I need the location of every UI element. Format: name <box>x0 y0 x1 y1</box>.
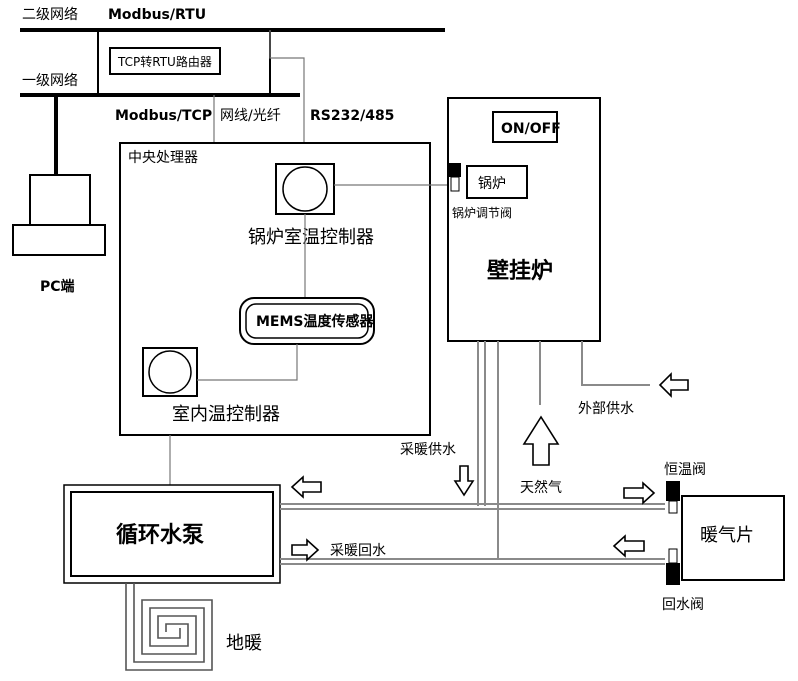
return-valve-body-icon[interactable] <box>668 548 678 564</box>
radiator-supply-arrow-icon <box>623 481 656 505</box>
serial-label: RS232/485 <box>310 108 394 124</box>
level1-network-label: 一级网络 <box>22 73 78 89</box>
central-processor-label: 中央处理器 <box>128 150 198 166</box>
heating-supply-arrow-icon <box>453 465 475 497</box>
natural-gas-arrow-icon <box>522 415 560 466</box>
heating-return-label: 采暖回水 <box>330 543 386 559</box>
floor-heating-coil-icon <box>125 583 213 671</box>
external-supply-arrow-icon <box>658 372 689 398</box>
return-valve-label: 回水阀 <box>662 597 704 613</box>
boiler-unit <box>466 165 528 199</box>
pump-label: 循环水泵 <box>116 522 204 548</box>
boiler-valve-label: 锅炉调节阀 <box>452 205 512 220</box>
cable-label: 网线/光纤 <box>220 108 281 124</box>
radiator <box>681 495 785 581</box>
modbus-rtu-label: Modbus/RTU <box>108 7 206 23</box>
pc-base <box>12 224 106 256</box>
radiator-label: 暖气片 <box>700 525 754 546</box>
circulation-pump <box>70 491 274 577</box>
onoff-label: ON/OFF <box>501 121 561 137</box>
boiler-room-controller-label: 锅炉室温控制器 <box>248 227 374 248</box>
mems-sensor <box>245 303 369 339</box>
boiler-controller-dial-icon <box>282 166 328 212</box>
supply-left-arrow-icon <box>290 475 322 499</box>
indoor-to-sensor-link <box>197 344 298 381</box>
mems-sensor-label: MEMS温度传感器 <box>256 313 375 330</box>
radiator-return-arrow-icon <box>612 534 645 558</box>
thermostatic-valve-label: 恒温阀 <box>664 462 706 478</box>
boiler-unit-label: 锅炉 <box>478 176 506 192</box>
natural-gas-label: 天然气 <box>520 479 562 496</box>
indoor-controller-label: 室内温控制器 <box>172 404 280 425</box>
boiler-title: 壁挂炉 <box>487 258 553 284</box>
boiler-valve-top-icon <box>449 163 461 177</box>
floor-heating-label: 地暖 <box>226 633 262 654</box>
return-right-arrow-icon <box>291 538 320 562</box>
tcp-rtu-router <box>109 47 221 75</box>
indoor-controller-dial-icon <box>148 350 192 394</box>
external-supply-label: 外部供水 <box>578 401 634 417</box>
boiler-valve-body-icon <box>450 176 460 192</box>
router-label: TCP转RTU路由器 <box>117 54 212 69</box>
thermostatic-valve-body-icon[interactable] <box>668 500 678 514</box>
return-valve-bottom-icon <box>666 563 680 585</box>
heating-supply-label: 采暖供水 <box>400 442 456 458</box>
pc-label: PC端 <box>40 278 75 295</box>
modbus-tcp-label: Modbus/TCP <box>115 108 212 124</box>
level2-network-label: 二级网络 <box>22 7 78 23</box>
external-supply-pipe <box>581 341 650 386</box>
serial-link <box>269 30 305 164</box>
onoff-switch[interactable] <box>492 111 558 143</box>
thermostatic-valve-top-icon <box>666 481 680 501</box>
pc-monitor <box>29 174 91 226</box>
